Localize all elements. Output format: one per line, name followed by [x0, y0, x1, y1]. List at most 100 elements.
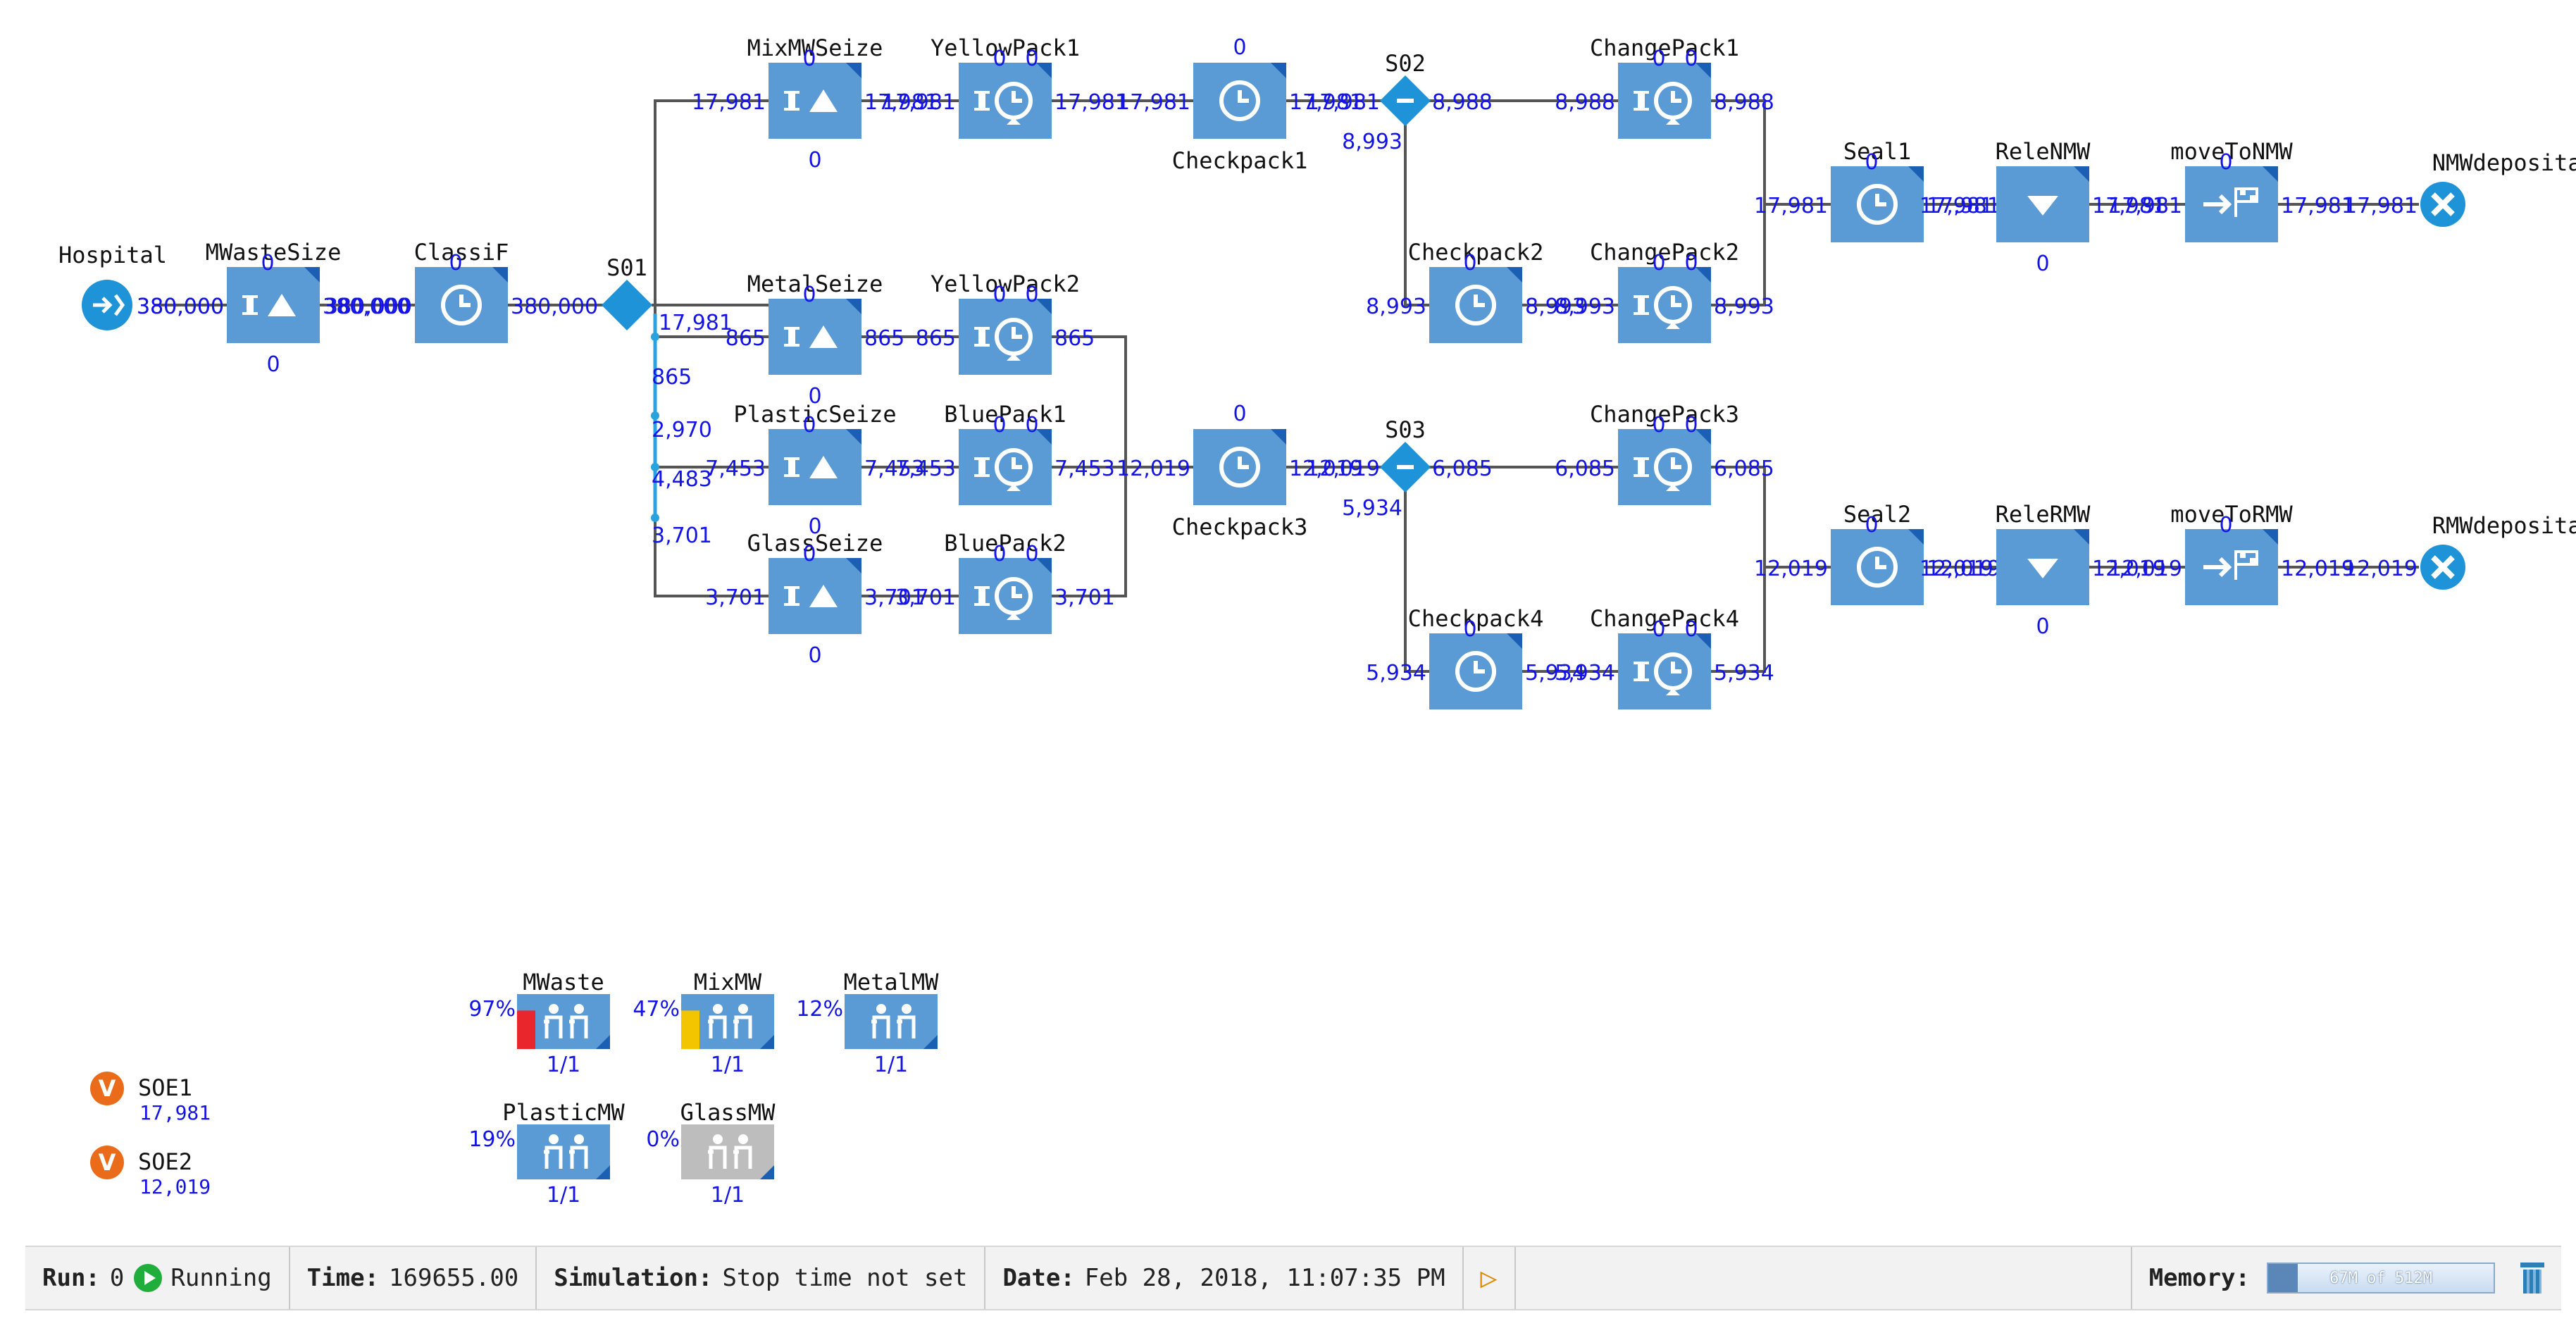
clock-icon	[1219, 447, 1260, 488]
block-shape[interactable]	[959, 63, 1052, 139]
count-label: 17,981	[1919, 194, 1993, 218]
count-label: 0	[1865, 150, 1878, 175]
connector-line[interactable]	[1052, 466, 1193, 597]
count-label: 8,988	[1555, 90, 1615, 115]
block-shape[interactable]	[1618, 267, 1711, 343]
resource-pool-utilization: 47%	[633, 997, 680, 1022]
step-play-icon[interactable]: ▷	[1480, 1262, 1498, 1294]
connector-line[interactable]	[1404, 487, 1429, 673]
seize-icon	[784, 585, 838, 607]
block-corner-marker	[1036, 558, 1052, 573]
pack-clock-icon	[974, 577, 1033, 620]
block-shape[interactable]	[769, 299, 861, 375]
block-shape[interactable]	[769, 558, 861, 634]
resource-pool-shape[interactable]	[517, 1124, 610, 1179]
block-name-label: BluePack2	[944, 530, 1066, 557]
count-label: 0	[1684, 46, 1698, 71]
count-label: 0	[1025, 413, 1038, 438]
block-nmwdepositary[interactable]: NMWdepositary17,981	[2344, 149, 2576, 227]
connector-line[interactable]	[1711, 566, 1831, 673]
seize-icon	[784, 89, 838, 112]
block-shape[interactable]	[602, 280, 652, 330]
connector-line[interactable]	[1052, 335, 1193, 469]
pack-clock-icon	[1634, 82, 1692, 125]
block-name-label: RMWdepositary	[2432, 512, 2576, 539]
step-section: ▷	[1464, 1247, 1516, 1309]
connector-line[interactable]	[1711, 203, 1831, 306]
block-shape[interactable]	[959, 558, 1052, 634]
block-shape[interactable]	[959, 299, 1052, 375]
date-value: Feb 28, 2018, 11:07:35 PM	[1084, 1264, 1445, 1292]
resource-pool-name: MetalMW	[844, 969, 940, 995]
count-label: 0	[2036, 614, 2049, 639]
block-name-label: MWasteSize	[206, 239, 342, 266]
count-label: 17,981	[2092, 194, 2166, 218]
count-label: 0	[1684, 617, 1698, 642]
trash-icon[interactable]	[2520, 1263, 2544, 1294]
connector-line[interactable]	[1404, 120, 1429, 306]
count-label: 12,019	[2092, 557, 2166, 581]
block-shape[interactable]	[769, 63, 861, 139]
resource-pool-name: MixMW	[694, 969, 762, 995]
block-rmwdepositary[interactable]: RMWdepositary12,019	[2344, 512, 2576, 590]
source-icon	[93, 294, 125, 316]
resource-pool-shape[interactable]	[845, 994, 938, 1049]
block-shape[interactable]	[1618, 429, 1711, 505]
block-shape[interactable]	[1618, 633, 1711, 709]
block-name-label: Checkpack4	[1408, 605, 1544, 632]
block-shape[interactable]	[1618, 63, 1711, 139]
count-label: 865	[1054, 326, 1095, 351]
block-shape[interactable]	[769, 429, 861, 505]
count-label: 0	[2219, 513, 2232, 538]
resource-pool-capacity: 1/1	[547, 1053, 580, 1077]
block-corner-marker	[304, 267, 320, 283]
block-corner-marker	[1695, 429, 1711, 445]
count-label: 3,701	[895, 585, 956, 610]
block-shape[interactable]	[227, 267, 320, 343]
count-label: 0	[1025, 46, 1038, 71]
connectors	[154, 99, 2419, 673]
count-label: 12,019	[1927, 557, 2001, 581]
connector-line[interactable]	[1711, 466, 1831, 569]
running-play-icon[interactable]	[134, 1264, 163, 1292]
block-s01[interactable]: S01	[602, 254, 652, 330]
block-shape[interactable]	[959, 429, 1052, 505]
connector-line[interactable]	[654, 99, 769, 305]
count-label: 380,000	[137, 294, 224, 319]
block-name-label: PlasticSeize	[733, 401, 896, 428]
count-label: 0	[808, 384, 821, 409]
release-icon	[2027, 196, 2058, 216]
connector-line[interactable]	[1711, 99, 1831, 206]
